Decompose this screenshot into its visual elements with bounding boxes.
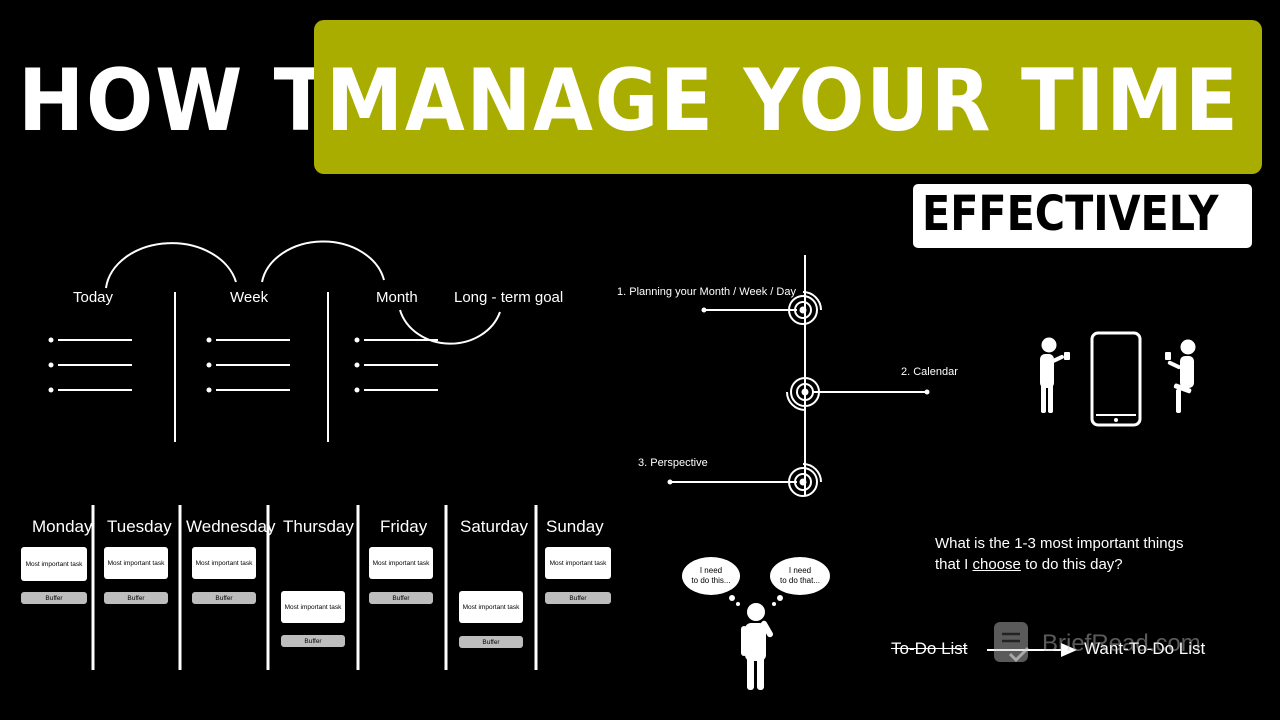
thinking-person-icon [729,595,783,690]
todo-list-label: To-Do List [891,639,968,658]
day-saturday: Saturday [460,517,529,536]
task-thursday: Most important task [281,591,345,623]
question-underlined-word: choose [972,556,1021,573]
label-week: Week [230,289,269,306]
step-2-label: 2. Calendar [901,366,958,378]
day-wednesday: Wednesday [186,517,276,536]
day-thursday: Thursday [283,517,354,536]
label-month: Month [376,289,418,306]
task-tuesday: Most important task [104,547,168,579]
task-saturday: Most important task [459,591,523,623]
task-monday: Most important task [21,547,87,581]
day-friday: Friday [380,517,428,536]
task-wednesday: Most important task [192,547,256,579]
buffer-thursday: Buffer [281,635,345,647]
question-line-2: that I choose to do this day? [935,556,1123,573]
task-sunday: Most important task [545,547,611,579]
people-phone-icon [1040,331,1196,427]
buffer-saturday: Buffer [459,636,523,648]
question-line-1: What is the 1-3 most important things [935,535,1184,552]
title-highlight: MANAGE YOUR TIME [326,51,1240,151]
thought-bubble-right: I need to do that... [770,557,830,595]
task-friday: Most important task [369,547,433,579]
step-3-label: 3. Perspective [638,457,708,469]
buffer-friday: Buffer [369,592,433,604]
title-highlight-box [314,20,1262,174]
buffer-tuesday: Buffer [104,592,168,604]
watermark: BriefRead.com [1042,630,1201,657]
subtitle: EFFECTIVELY [922,186,1219,242]
day-sunday: Sunday [546,517,604,536]
buffer-wednesday: Buffer [192,592,256,604]
want-to-do-list-label: Want-To-Do List [1084,639,1206,658]
question-text: What is the 1-3 most important things th… [935,533,1235,575]
document-icon [994,622,1030,663]
buffer-sunday: Buffer [545,592,611,604]
step-1-label: 1. Planning your Month / Week / Day [617,286,796,298]
day-monday: Monday [32,517,93,536]
buffer-monday: Buffer [21,592,87,604]
thought-bubble-left: I need to do this... [682,557,740,595]
label-today: Today [73,289,114,306]
label-long-term-goal: Long - term goal [454,289,564,306]
subtitle-box [913,184,1252,248]
day-tuesday: Tuesday [107,517,172,536]
